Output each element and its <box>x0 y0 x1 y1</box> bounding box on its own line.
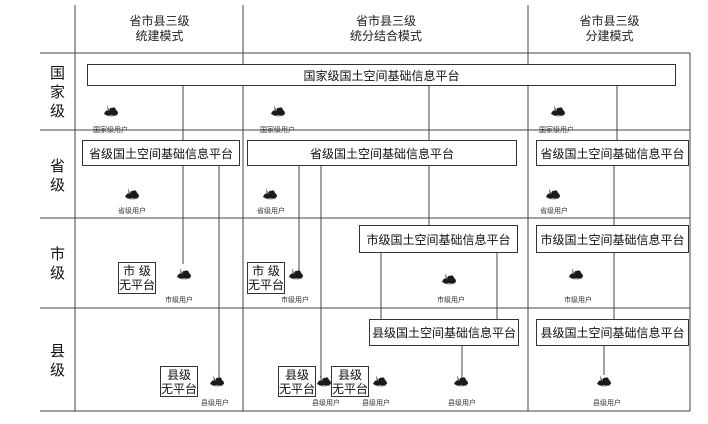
user-icon <box>568 267 584 280</box>
row-label-national: 国 家 级 <box>40 64 75 121</box>
no-platform-line: 无平台 <box>161 382 198 396</box>
user-label-city: 市级用户 <box>564 296 592 304</box>
user-label-county: 县级用户 <box>201 399 229 407</box>
user-icon <box>441 272 457 285</box>
row-label-char: 国 <box>49 64 65 82</box>
city-no-platform-box-col1: 市 级 无平台 <box>118 262 156 294</box>
row-label-char: 级 <box>49 361 65 379</box>
column-header-line: 分建模式 <box>585 29 634 43</box>
user-label-national: 国家级用户 <box>93 126 128 134</box>
no-platform-line: 县级 <box>337 368 362 382</box>
row-label-char: 级 <box>49 102 65 120</box>
province-platform-box-col3: 省级国土空间基础信息平台 <box>536 140 689 166</box>
no-platform-line: 无平台 <box>248 278 285 292</box>
user-label-province: 省级用户 <box>540 207 568 215</box>
user-label-national: 国家级用户 <box>539 126 574 134</box>
user-icon <box>372 374 388 387</box>
row-label-city: 市 级 <box>40 245 75 283</box>
row-label-char: 市 <box>49 245 65 263</box>
row-label-county: 县 级 <box>40 342 75 380</box>
no-platform-line: 市 级 <box>252 264 280 278</box>
county-platform-box-col2: 县级国土空间基础信息平台 <box>369 319 519 346</box>
city-platform-box-col2: 市级国土空间基础信息平台 <box>359 225 518 253</box>
user-label-province: 省级用户 <box>118 207 146 215</box>
user-label-province: 省级用户 <box>257 207 285 215</box>
city-no-platform-box-col2: 市 级 无平台 <box>247 262 285 294</box>
user-icon <box>316 374 332 387</box>
row-label-char: 级 <box>49 176 65 194</box>
user-icon <box>176 267 192 280</box>
no-platform-line: 县级 <box>284 368 309 382</box>
province-platform-box-col1: 省级国土空间基础信息平台 <box>82 140 240 166</box>
county-no-platform-box-col1: 县级 无平台 <box>160 366 198 397</box>
user-label-county: 县级用户 <box>593 399 621 407</box>
user-icon <box>209 374 225 387</box>
user-icon <box>124 187 140 200</box>
no-platform-line: 无平台 <box>332 382 369 396</box>
column-header-unified: 省市县三级 统建模式 <box>76 14 243 44</box>
user-label-national: 国家级用户 <box>260 126 295 134</box>
user-label-county: 县级用户 <box>448 399 476 407</box>
user-icon <box>103 104 119 117</box>
user-icon <box>596 374 612 387</box>
row-label-char: 省 <box>49 157 65 175</box>
user-label-city: 市级用户 <box>165 296 193 304</box>
user-icon <box>545 187 561 200</box>
column-header-separate: 省市县三级 分建模式 <box>529 14 690 44</box>
county-platform-box-col3: 县级国土空间基础信息平台 <box>536 319 689 346</box>
row-label-char: 级 <box>49 264 65 282</box>
row-label-char: 家 <box>49 83 65 101</box>
column-header-line: 省市县三级 <box>129 14 190 28</box>
user-icon <box>262 187 278 200</box>
column-header-line: 省市县三级 <box>355 14 416 28</box>
user-icon <box>550 104 566 117</box>
city-platform-box-col3: 市级国土空间基础信息平台 <box>536 225 689 253</box>
user-label-city: 市级用户 <box>281 296 309 304</box>
user-label-county: 县级用户 <box>312 399 340 407</box>
user-label-city: 市级用户 <box>437 296 465 304</box>
national-platform-box: 国家级国土空间基础信息平台 <box>87 64 676 86</box>
column-header-line: 统分结合模式 <box>349 29 422 43</box>
no-platform-line: 无平台 <box>119 278 156 292</box>
user-icon <box>270 104 286 117</box>
row-label-province: 省 级 <box>40 157 75 195</box>
county-no-platform-box-col2b: 县级 无平台 <box>331 366 369 397</box>
no-platform-line: 县级 <box>166 368 191 382</box>
user-icon <box>453 374 469 387</box>
province-platform-box-col2: 省级国土空间基础信息平台 <box>247 140 517 166</box>
column-header-combined: 省市县三级 统分结合模式 <box>244 14 528 44</box>
no-platform-line: 无平台 <box>279 382 316 396</box>
column-header-line: 统建模式 <box>135 29 184 43</box>
row-label-char: 县 <box>49 342 65 360</box>
county-no-platform-box-col2a: 县级 无平台 <box>278 366 316 397</box>
no-platform-line: 市 级 <box>123 264 151 278</box>
user-icon <box>288 267 304 280</box>
column-header-line: 省市县三级 <box>579 14 640 28</box>
user-label-county: 县级用户 <box>362 399 390 407</box>
